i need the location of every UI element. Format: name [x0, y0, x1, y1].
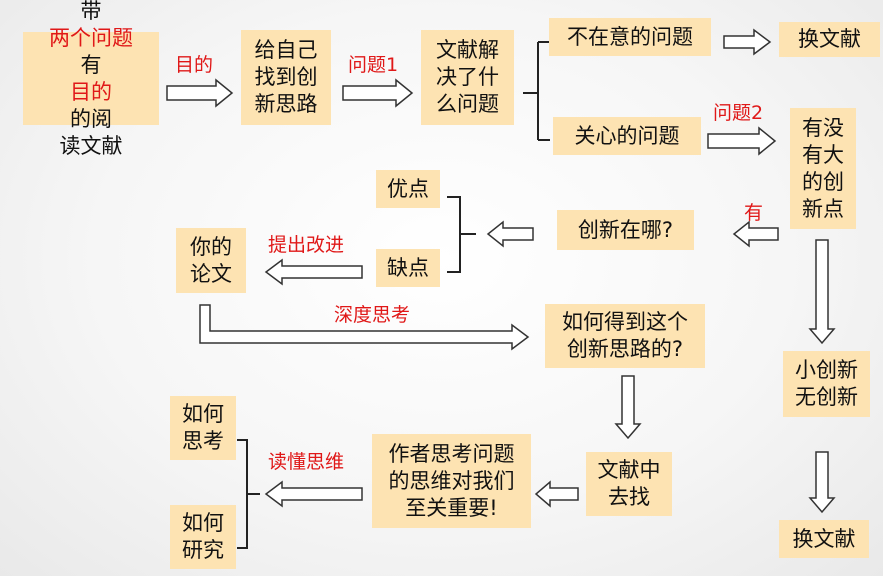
node-text: 无创新: [795, 385, 858, 409]
node-text: 找到创: [254, 65, 318, 89]
how-think-node: 如何 思考: [170, 396, 236, 460]
solved-node: 文献解 决了什 么问题: [421, 30, 514, 125]
start-node: 带两个问题 有目的的阅 读文献: [23, 0, 159, 158]
start-text-1: 带: [80, 0, 102, 23]
start-text-2: 有: [80, 52, 102, 77]
arrow-down: [808, 451, 836, 514]
arrow-right: [166, 78, 234, 108]
arrow-left: [264, 258, 363, 286]
arrow-right: [342, 78, 414, 108]
arrow-right: [723, 28, 772, 56]
dont-care-node: 不在意的问题: [549, 18, 711, 56]
swap-literature-node-2: 换文献: [779, 520, 869, 558]
arrow-down: [614, 375, 642, 440]
node-text: 换文献: [798, 27, 861, 51]
pros-cons-bracket: [447, 196, 476, 273]
big-innovation-node: 有没 有大 的创 新点: [790, 108, 856, 229]
how-get-idea-node: 如何得到这个 创新思路的?: [545, 304, 705, 368]
node-text: 创新思路的?: [566, 337, 684, 361]
node-text: 去找: [608, 485, 650, 509]
node-text: 思考: [182, 429, 224, 453]
node-text: 论文: [190, 261, 232, 286]
node-text: 文献解: [436, 38, 499, 62]
care-node: 关心的问题: [553, 117, 701, 155]
arrow-down: [808, 239, 836, 345]
where-innovation-node: 创新在哪?: [557, 210, 694, 250]
node-text: 如何得到这个: [562, 310, 688, 334]
small-innovation-node: 小创新 无创新: [783, 351, 870, 417]
label-deep-think: 深度思考: [334, 304, 411, 326]
node-text: 么问题: [436, 92, 499, 116]
node-text: 如何: [182, 402, 224, 426]
arrow-right: [707, 126, 777, 156]
swap-literature-node: 换文献: [779, 22, 880, 57]
node-text: 的思维对我们: [388, 468, 515, 493]
node-text: 给自己: [254, 38, 318, 62]
node-text: 小创新: [795, 358, 858, 382]
label-improve: 提出改进: [268, 234, 345, 256]
cons-node: 缺点: [376, 249, 440, 287]
your-paper-node: 你的 论文: [176, 228, 246, 293]
start-text-4: 读文献: [59, 133, 123, 158]
node-text: 创新在哪?: [577, 217, 674, 242]
author-thinking-node: 作者思考问题 的思维对我们 至关重要!: [372, 434, 531, 528]
node-text: 研究: [182, 538, 224, 562]
label-yes: 有: [744, 202, 764, 224]
node-text: 如何: [182, 511, 224, 535]
think-research-bracket: [237, 439, 260, 549]
node-text: 不在意的问题: [567, 24, 693, 49]
how-research-node: 如何 研究: [170, 505, 236, 569]
node-text: 优点: [387, 176, 429, 201]
node-text: 缺点: [387, 255, 429, 280]
start-text-purpose: 目的: [70, 79, 112, 104]
arrow-left: [264, 480, 363, 508]
start-text-3: 的阅: [70, 106, 112, 131]
node-text: 新思路: [254, 92, 318, 116]
arrow-right: [199, 304, 530, 351]
node-text: 关心的问题: [574, 123, 680, 148]
node-text: 换文献: [792, 526, 856, 551]
node-text: 新点: [802, 196, 844, 221]
label-understand: 读懂思维: [268, 451, 345, 473]
start-text-two-questions: 两个问题: [49, 25, 133, 50]
arrow-left: [732, 220, 779, 248]
innovate-node: 给自己 找到创 新思路: [241, 30, 331, 125]
find-in-literature-node: 文献中 去找: [586, 452, 672, 516]
node-text: 的创: [802, 169, 844, 194]
label-question1: 问题1: [348, 54, 399, 76]
branch-bracket: [523, 41, 550, 141]
label-question2: 问题2: [713, 102, 764, 124]
node-text: 至关重要!: [405, 495, 498, 520]
node-text: 决了什: [436, 65, 499, 89]
node-text: 有大: [802, 142, 844, 167]
node-text: 你的: [190, 234, 232, 259]
arrow-left: [534, 480, 579, 508]
pros-node: 优点: [376, 170, 440, 208]
node-text: 有没: [802, 115, 844, 140]
arrow-left: [486, 220, 534, 248]
label-purpose: 目的: [175, 54, 214, 76]
node-text: 作者思考问题: [388, 441, 515, 466]
node-text: 文献中: [597, 458, 661, 482]
